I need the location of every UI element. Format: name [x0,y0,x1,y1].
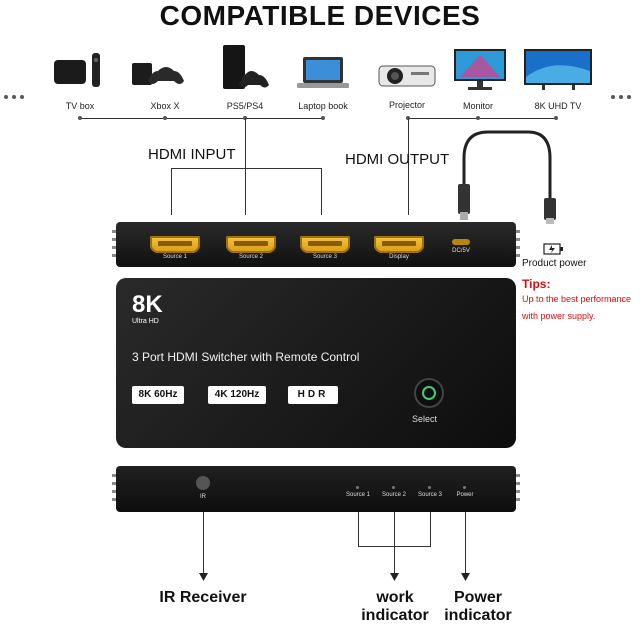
port-label-source-2: Source 2 [238,254,263,260]
product-power-label: Product power [522,258,587,269]
input-label-laptop: Laptop book [298,101,348,111]
hdmi-output-label: HDMI OUTPUT [345,151,450,168]
projector-icon [378,65,436,87]
logo-ultra-hd: Ultra HD [132,318,159,325]
output-label-projector: Projector [388,100,425,110]
laptop-icon [297,57,349,88]
switcher-body: 8K Ultra HD 3 Port HDMI Switcher with Re… [116,278,516,448]
port-source-2 [226,236,276,253]
front-panel: IR Source 1 Source 2 Source 3 Power [116,466,516,512]
badge-4k-120hz: 4K 120Hz [208,386,266,404]
output-label-8k-tv: 8K UHD TV [534,101,582,111]
tips-title: Tips: [522,277,551,291]
callout-ir-receiver: IR Receiver [159,589,247,606]
indicator-label-source-2: Source 2 [381,492,406,498]
port-source-1 [150,236,200,253]
hdmi-input-label: HDMI INPUT [148,146,236,163]
usb-power-cable [458,130,556,224]
led-source-1 [356,486,359,489]
callout-power-1: Power [453,589,502,606]
logo-8k: 8K [132,291,163,318]
tips-line-1: Up to the best performance [522,294,632,304]
tv-icon [524,49,592,90]
input-label-xbox: Xbox X [150,101,180,111]
led-source-3 [428,486,431,489]
badge-hdr: HDR [288,386,338,404]
port-label-dc: DC/5V [452,248,470,254]
callout-work-2: indicator [361,607,429,624]
device-name: 3 Port HDMI Switcher with Remote Control [132,350,360,364]
xbox-icon [132,63,184,85]
callout-work-1: work [376,589,414,606]
port-label-source-1: Source 1 [162,254,187,260]
port-dc-5v [452,239,470,245]
input-label-ps: PS5/PS4 [226,101,264,111]
battery-charge-icon [543,243,563,255]
playstation-icon [223,45,269,89]
led-power [463,486,466,489]
indicator-label-source-1: Source 1 [345,492,370,498]
port-display [374,236,424,253]
port-label-display: Display [389,254,409,260]
select-led-ring [422,386,436,400]
input-label-tv-box: TV box [65,101,95,111]
port-source-3 [300,236,350,253]
page-title: COMPATIBLE DEVICES [159,0,481,31]
tips-line-2: with power supply. [522,311,596,321]
select-label: Select [412,414,438,424]
tv-box-icon [54,53,100,87]
led-source-2 [392,486,395,489]
output-label-monitor: Monitor [462,101,493,111]
badge-8k-60hz: 8K 60Hz [132,386,184,404]
back-panel: Source 1 Source 2 Source 3 Display DC/5V [116,222,516,267]
select-button[interactable] [414,378,444,408]
monitor-icon [454,49,506,90]
port-label-source-3: Source 3 [312,254,337,260]
ir-label: IR [200,494,206,500]
indicator-label-source-3: Source 3 [417,492,442,498]
indicator-label-power: Power [456,492,474,498]
ir-sensor [196,476,210,490]
callout-power-2: indicator [444,607,512,624]
